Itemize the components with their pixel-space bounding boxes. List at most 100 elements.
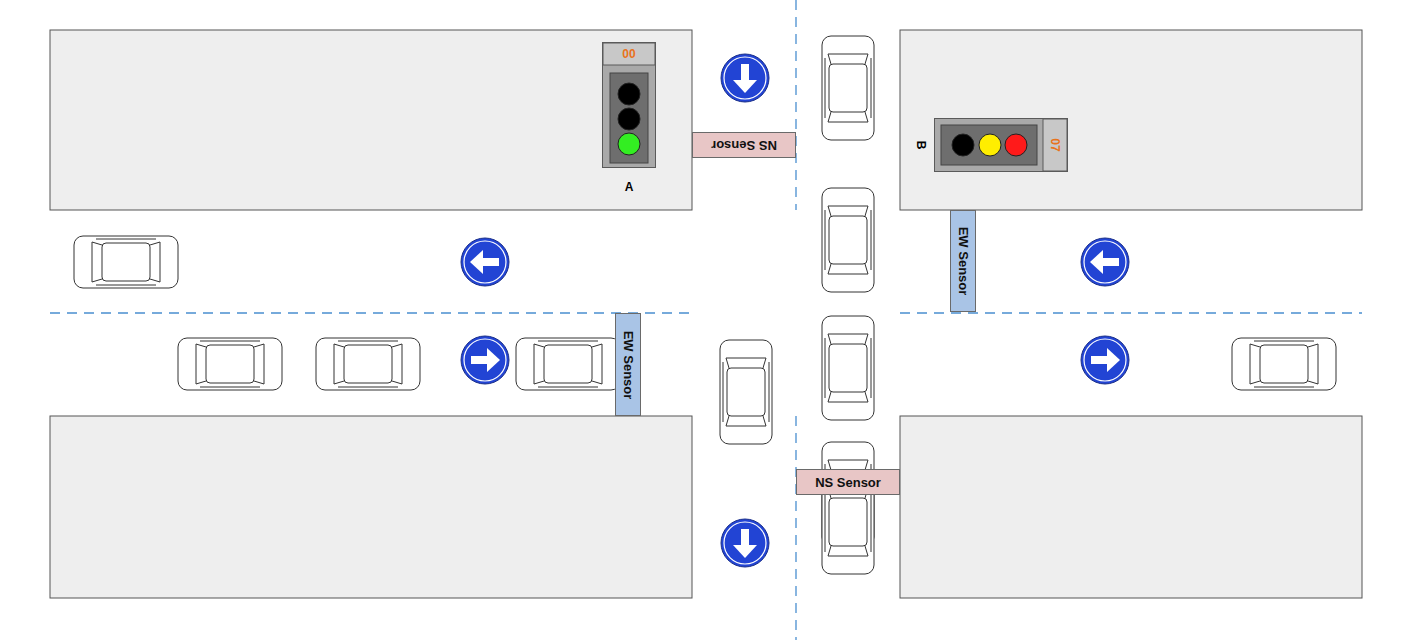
sign-disc [461,336,509,384]
car-windshield [828,54,868,55]
sensor-label: NS Sensor [815,475,881,490]
sign-disc [1081,336,1129,384]
car-rear-window [828,556,868,557]
direction-sign [461,336,509,384]
car-rear-window [1250,344,1251,384]
car-roof-line [538,341,598,342]
car [316,338,420,390]
car-body [316,338,420,390]
sign-ring [724,57,766,99]
car-pillar [828,546,831,556]
car-pillar [726,358,729,368]
car-roof-line [871,338,872,398]
countdown-number: 07 [1048,138,1062,151]
car-rear-window [828,402,868,403]
direction-sign [721,519,769,567]
car-pillar [865,334,868,344]
countdown-number: 00 [622,47,635,61]
car-pillar [828,264,831,274]
car-pillar [1250,381,1260,384]
sign-arrow [733,64,757,93]
car-windshield [1318,344,1319,384]
car-pillar [828,206,831,216]
car-cabin [344,345,392,383]
car-cabin [206,345,254,383]
lane-divider [50,312,692,313]
car-roof-line [338,387,398,388]
car [822,188,874,292]
car-roof-line [769,362,770,422]
car-pillar [592,381,602,384]
car [74,236,178,288]
car-windshield [402,344,403,384]
sign-arrow [471,348,500,372]
car [516,338,620,390]
sign-disc [461,238,509,286]
car-pillar [865,206,868,216]
car-roof-line [538,387,598,388]
car-pillar [254,344,264,347]
car-pillar [865,546,868,556]
lamp-red [1005,134,1027,156]
counter-panel [1043,119,1067,171]
car-pillar [1308,381,1318,384]
lane-divider [900,312,1362,313]
car-roof-line [825,58,826,118]
direction-sign [1081,336,1129,384]
car-pillar [865,392,868,402]
car-roof-line [871,210,872,270]
direction-sign [461,238,509,286]
car-pillar [763,416,766,426]
car-cabin [727,368,765,416]
city-block [900,416,1362,598]
car-pillar [828,334,831,344]
lamp-off [618,108,640,130]
car-cabin [829,344,867,392]
arrow-shaft [482,258,499,266]
lamp-panel [941,125,1037,165]
lane-divider [795,416,796,640]
car-cabin [544,345,592,383]
lamp-off [618,83,640,105]
sign-ring [464,339,506,381]
arrow-head [487,348,500,372]
city-blocks [50,30,1362,598]
car-pillar [828,54,831,64]
car-pillar [865,264,868,274]
sign-arrow [1091,348,1120,372]
car-windshield [92,242,93,282]
direction-sign [721,54,769,102]
car-windshield [602,344,603,384]
car-body [822,316,874,420]
car-pillar [92,242,102,245]
car-pillar [763,358,766,368]
arrow-shaft [1091,356,1108,364]
car [178,338,282,390]
car-windshield [828,460,868,461]
arrow-shaft [741,64,749,81]
arrow-head [470,250,483,274]
car-roof-line [723,362,724,422]
car [822,316,874,420]
sign-arrow [470,250,499,274]
lane-dividers [50,0,1362,640]
sign-ring [1084,339,1126,381]
car-rear-window [196,344,197,384]
car-body [74,236,178,288]
car-cabin [1260,345,1308,383]
car [720,340,772,444]
arrow-head [1107,348,1120,372]
arrow-shaft [471,356,488,364]
car-roof-line [338,341,398,342]
car-pillar [865,112,868,122]
sensor-strip: EW Sensor [615,313,641,416]
car [822,36,874,140]
sign-arrow [1090,250,1119,274]
sensor-strip: NS Sensor [692,132,796,158]
car [1232,338,1336,390]
sensor-strip: NS Sensor [796,469,900,495]
car-roof-line [96,239,156,240]
car-roof-line [825,338,826,398]
